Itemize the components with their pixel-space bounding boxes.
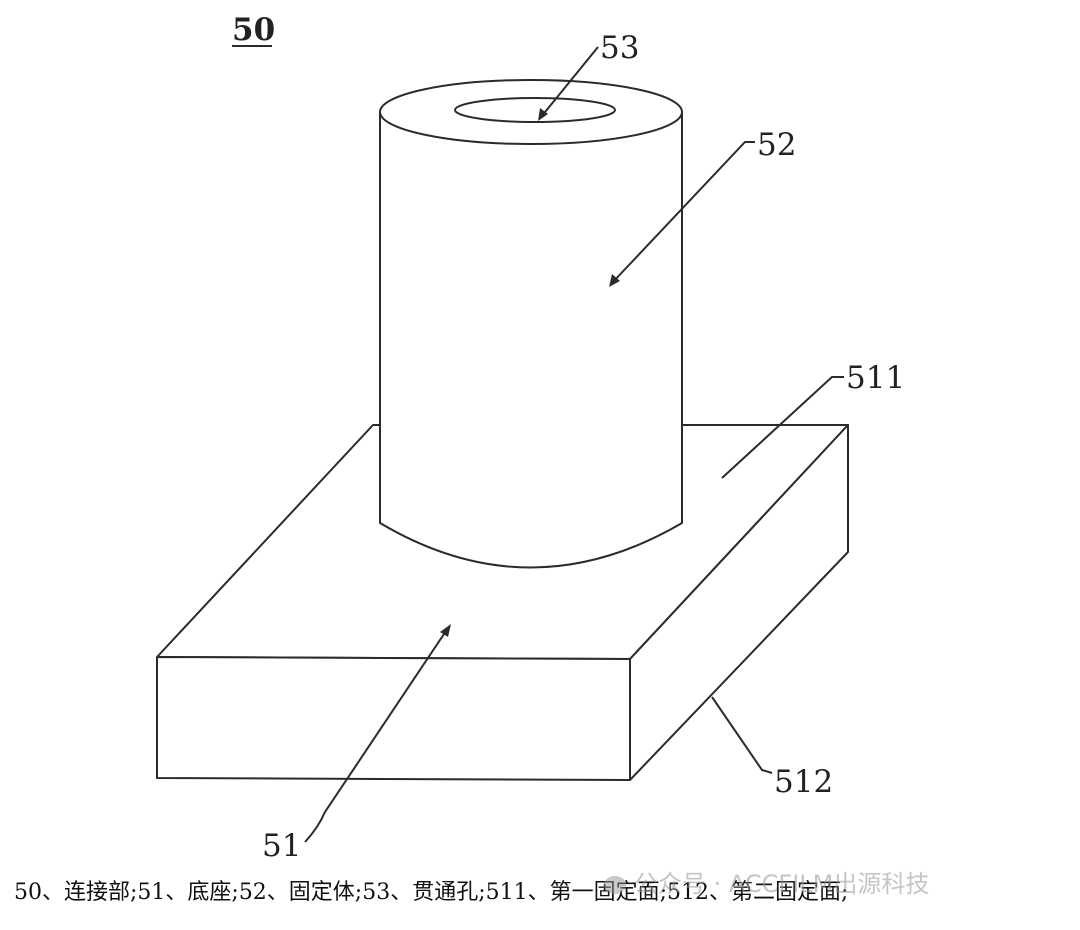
leader-52 [611, 141, 755, 284]
watermark-text: 公众号 · ACCFILM出源科技 [634, 870, 930, 898]
label-53: 53 [600, 30, 639, 66]
label-511: 511 [846, 360, 905, 396]
cylinder-body [379, 111, 683, 569]
watermark: 公众号 · ACCFILM出源科技 [604, 864, 929, 899]
leader-51 [304, 627, 449, 843]
arrowhead-53 [538, 108, 548, 121]
label-51: 51 [262, 828, 301, 864]
leader-lines [232, 45, 844, 843]
base-front-face [156, 656, 631, 781]
cylinder [379, 79, 683, 569]
leader-511 [721, 376, 844, 479]
label-50: 50 [232, 12, 275, 48]
base-side-face [629, 424, 849, 781]
cylinder-top-face [379, 79, 683, 145]
label-52: 52 [757, 127, 796, 163]
figure-caption: 50、连接部;51、底座;52、固定体;53、贯通孔;511、第一固定面;512… [14, 880, 849, 905]
leader-53 [540, 46, 599, 118]
wechat-icon [604, 876, 626, 894]
label-512: 512 [774, 764, 833, 800]
arrowhead-51 [440, 624, 451, 637]
through-hole-outline [454, 97, 616, 123]
arrowhead-52 [609, 274, 620, 287]
leader-512 [711, 696, 773, 774]
